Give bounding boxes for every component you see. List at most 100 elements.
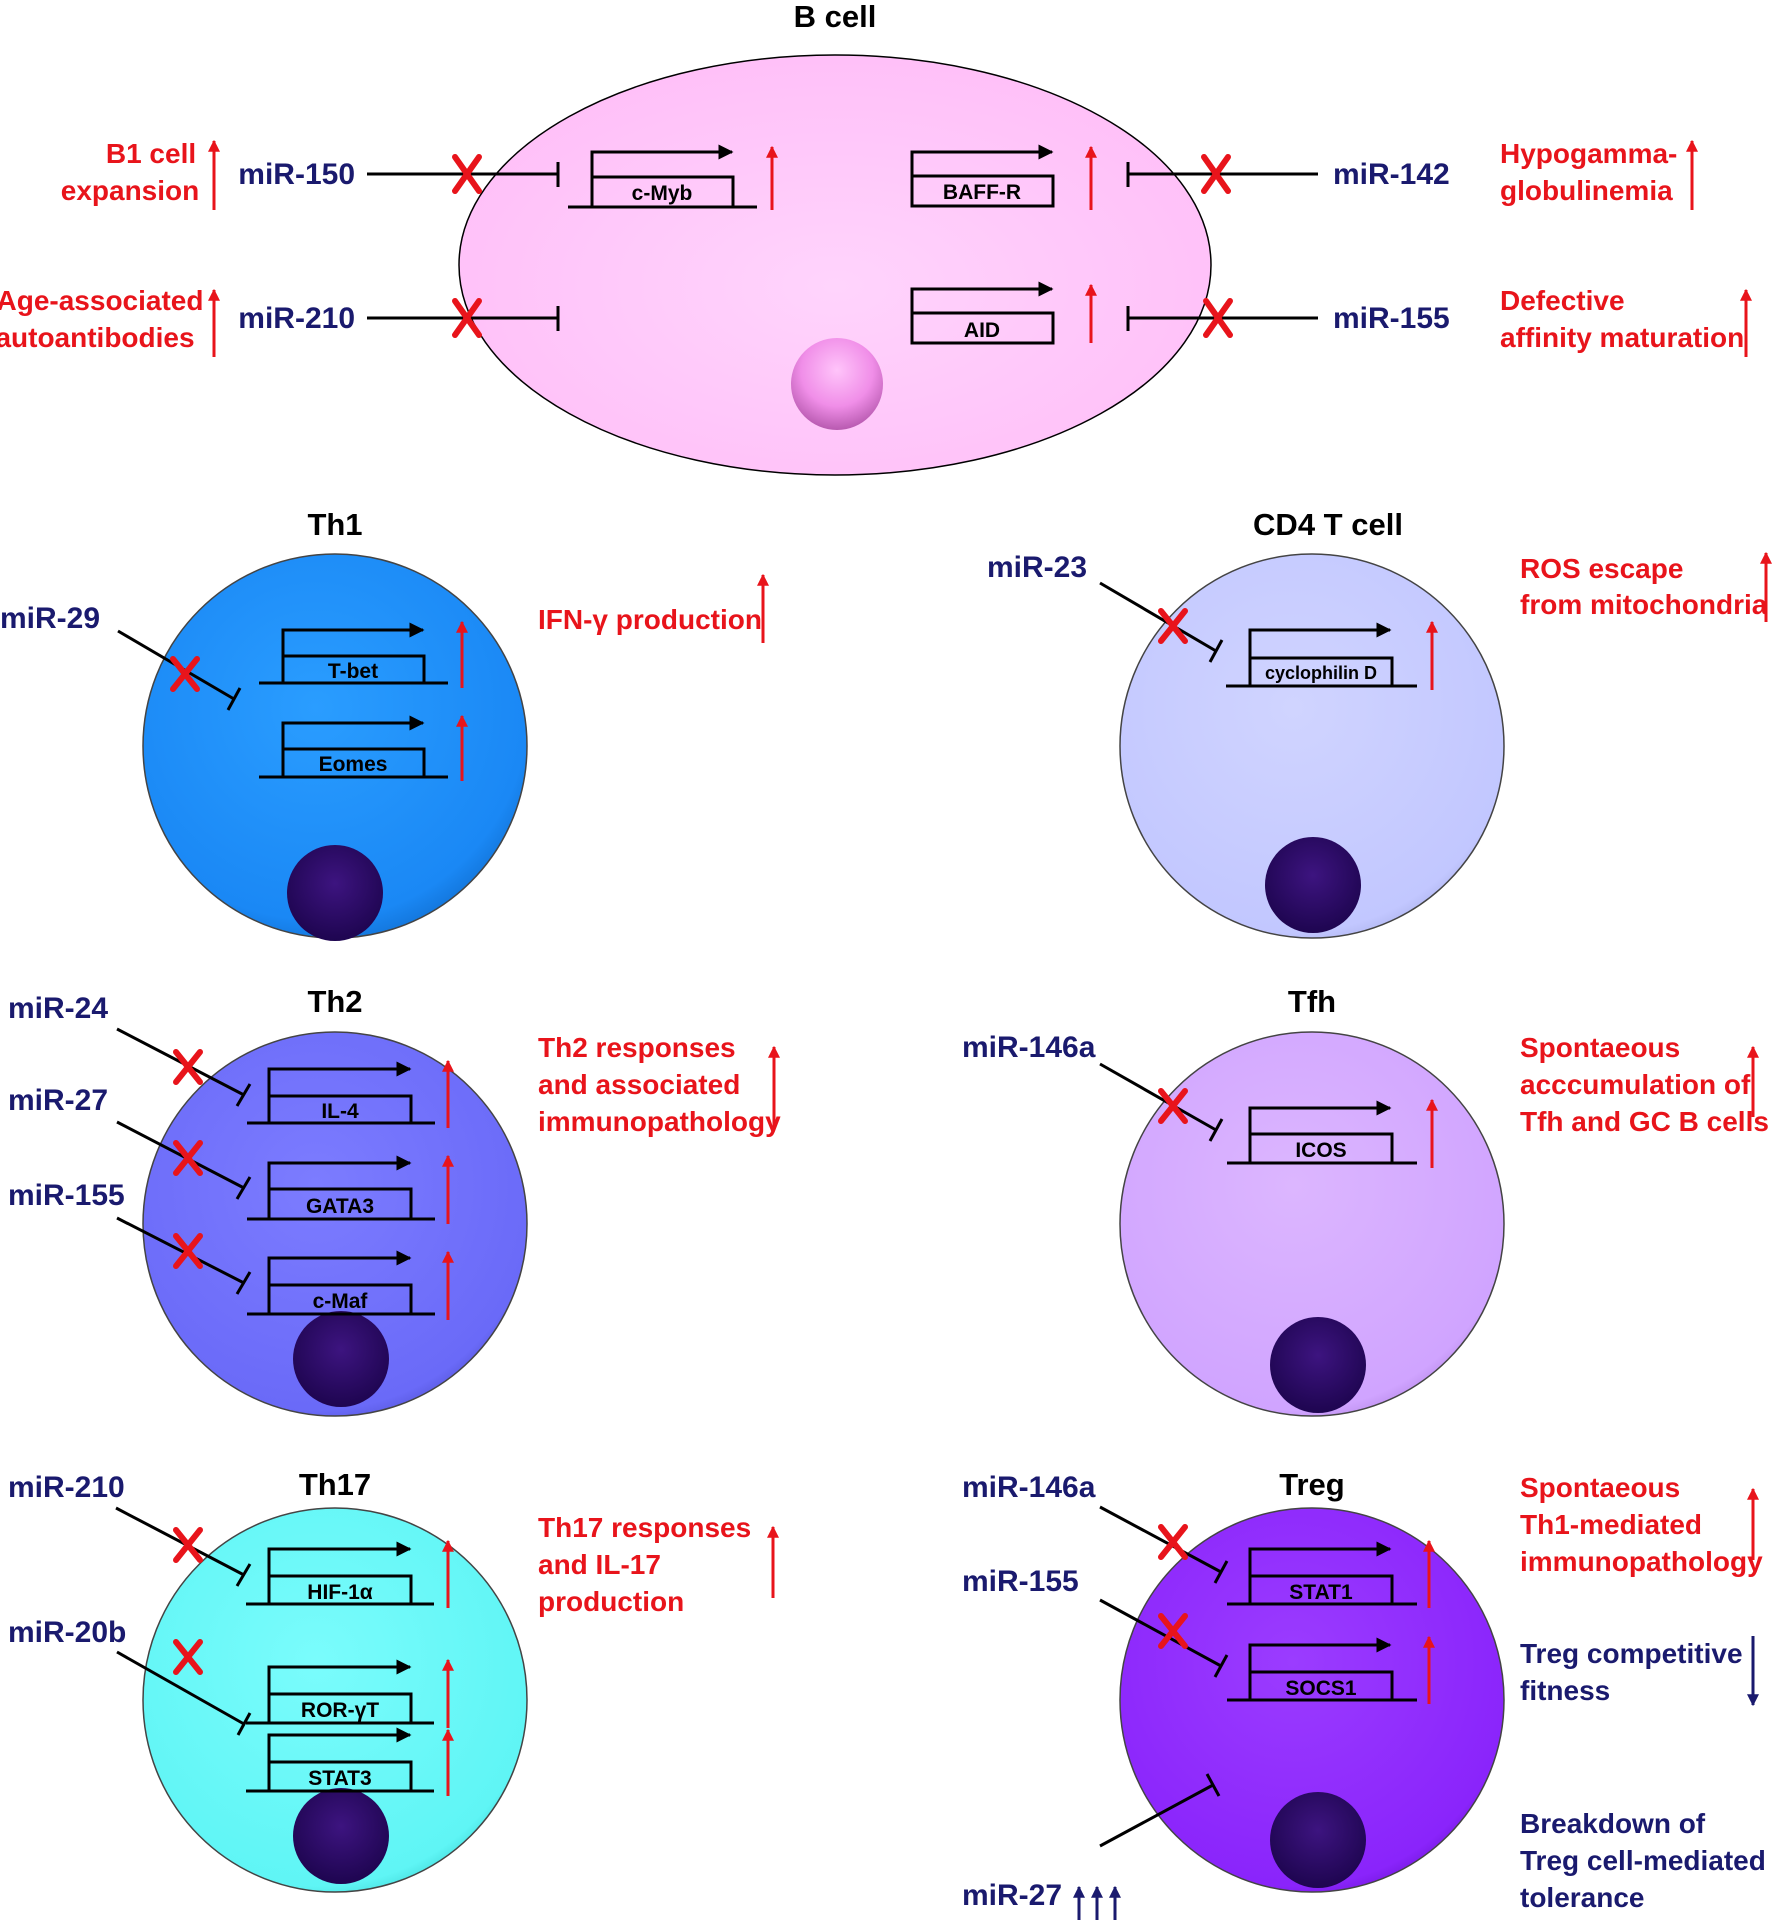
gene-il4: IL-4 — [247, 1059, 454, 1128]
mir210-inhibition — [367, 306, 560, 331]
mir155-inhibition — [1099, 1598, 1229, 1678]
x-mark — [1158, 1088, 1188, 1124]
tfh-effect-line2: acccumulation of — [1520, 1069, 1751, 1100]
effect-age-line2: autoantibodies — [0, 322, 195, 353]
x-mark — [173, 1233, 203, 1269]
mir150-label: miR-150 — [238, 158, 355, 191]
effect-def-line1: Defective — [1500, 285, 1625, 316]
tfh-nucleus — [1270, 1317, 1366, 1413]
bcell-panel: B cell c-Myb BAFF-R AID miR-150 — [0, 0, 1752, 476]
treg-effect3-line3: tolerance — [1520, 1882, 1645, 1913]
tfh-panel: Tfh ICOS miR-146a Spontaeous acccumulati… — [962, 984, 1769, 1417]
x-mark — [1201, 154, 1231, 194]
gene-label-socs1: SOCS1 — [1285, 1677, 1357, 1700]
mir210-inhibition — [115, 1506, 252, 1587]
gene-label-cyclophilin-d: cyclophilin D — [1265, 663, 1377, 683]
th1-nucleus — [287, 845, 383, 941]
gene-aid: AID — [910, 281, 1097, 345]
gene-baffr: BAFF-R — [910, 144, 1097, 210]
gene-icos: ICOS — [1227, 1098, 1438, 1168]
tfh-effect-line3: Tfh and GC B cells — [1520, 1106, 1769, 1137]
x-mark — [173, 1527, 203, 1563]
x-mark — [452, 154, 482, 194]
gene-stat3: STAT3 — [246, 1727, 454, 1796]
gene-label-cmaf: c-Maf — [313, 1290, 369, 1313]
th17-effect-line3: production — [538, 1586, 684, 1617]
gene-label-icos: ICOS — [1295, 1139, 1346, 1162]
th1-panel: Th1 T-bet Eomes miR-29 IFN-γ production — [0, 507, 769, 941]
mir146a-label: miR-146a — [962, 1471, 1096, 1504]
gene-label-tbet: T-bet — [328, 660, 378, 683]
mir27-inhibition — [116, 1120, 252, 1200]
x-mark — [173, 1140, 203, 1176]
x-mark — [1158, 1613, 1188, 1649]
th17-nucleus — [293, 1788, 389, 1884]
treg-panel: Treg STAT1 SOCS1 miR-146a miR-155 — [962, 1467, 1766, 1920]
mir20b-inhibition — [116, 1650, 252, 1736]
treg-nucleus — [1270, 1792, 1366, 1888]
gene-gata3: GATA3 — [247, 1154, 454, 1224]
mir155-inhibition — [1126, 306, 1318, 331]
gene-cyclophilin-d: cyclophilin D — [1226, 620, 1438, 690]
mir23-inhibition — [1099, 581, 1224, 663]
mir27-inhibition — [1099, 1773, 1221, 1848]
effect-age-line1: Age-associated — [0, 285, 203, 316]
treg-effect1-line2: Th1-mediated — [1520, 1509, 1702, 1540]
mir27-label: miR-27 — [8, 1084, 108, 1117]
effect-hypo-line1: Hypogamma- — [1500, 138, 1677, 169]
th2-effect-line3: immunopathology — [538, 1106, 781, 1137]
x-mark — [173, 1639, 203, 1675]
effect-def-line2: affinity maturation — [1500, 322, 1744, 353]
gene-tbet: T-bet — [259, 620, 468, 688]
gene-socs1: SOCS1 — [1227, 1635, 1435, 1704]
mir155-label: miR-155 — [962, 1565, 1079, 1598]
th2-effect-line2: and associated — [538, 1069, 740, 1100]
mir155-label: miR-155 — [1333, 302, 1450, 335]
gene-stat1: STAT1 — [1227, 1539, 1435, 1608]
mir29-label: miR-29 — [0, 602, 100, 635]
gene-hif1a: HIF-1α — [246, 1539, 454, 1608]
th2-nucleus — [293, 1311, 389, 1407]
treg-effect3-line1: Breakdown of — [1520, 1808, 1706, 1839]
gene-label-rorgt: ROR-γT — [301, 1699, 379, 1722]
cd4-nucleus — [1265, 837, 1361, 933]
bcell-title: B cell — [794, 0, 877, 34]
bcell-body — [458, 54, 1212, 476]
mir210-label: miR-210 — [8, 1471, 125, 1504]
th17-panel: Th17 HIF-1α ROR-γT STAT3 miR-210 — [8, 1467, 779, 1893]
mir23-label: miR-23 — [987, 551, 1087, 584]
gene-cmaf: c-Maf — [247, 1250, 454, 1320]
treg-title: Treg — [1279, 1467, 1344, 1502]
gene-cmyb: c-Myb — [568, 144, 778, 210]
th1-effect: IFN-γ production — [538, 604, 762, 635]
th1-title: Th1 — [307, 507, 362, 542]
th2-body — [142, 1031, 528, 1417]
effect-b1-line1: B1 cell — [106, 138, 196, 169]
gene-label-eomes: Eomes — [319, 753, 388, 776]
cd4-effect-line2: from mitochondria — [1520, 589, 1768, 620]
th17-effect-line1: Th17 responses — [538, 1512, 751, 1543]
th2-effect-line1: Th2 responses — [538, 1032, 736, 1063]
gene-label-aid: AID — [964, 319, 1000, 342]
effect-b1-line2: expansion — [61, 175, 199, 206]
gene-label-hif1a: HIF-1α — [307, 1581, 373, 1604]
bcell-nucleus — [791, 338, 883, 430]
mir27-label: miR-27 — [962, 1879, 1062, 1912]
x-mark — [1203, 298, 1233, 338]
gene-label-stat1: STAT1 — [1289, 1581, 1353, 1604]
effect-hypo-line2: globulinemia — [1500, 175, 1673, 206]
th17-effect-line2: and IL-17 — [538, 1549, 661, 1580]
mir146a-inhibition — [1099, 1062, 1224, 1142]
mir20b-label: miR-20b — [8, 1616, 126, 1649]
gene-eomes: Eomes — [259, 714, 468, 781]
tfh-title: Tfh — [1288, 984, 1336, 1019]
x-mark — [1158, 1524, 1188, 1560]
x-mark — [452, 298, 482, 338]
mir150-inhibition — [367, 162, 560, 187]
x-mark — [1158, 608, 1188, 644]
th2-panel: Th2 IL-4 GATA3 c-Maf miR-24 — [8, 984, 781, 1417]
treg-effect3-line2: Treg cell-mediated — [1520, 1845, 1766, 1876]
mir155-inhibition — [116, 1216, 252, 1295]
cd4-panel: CD4 T cell cyclophilin D miR-23 ROS esca… — [987, 507, 1772, 939]
treg-effect2-line1: Treg competitive — [1520, 1638, 1743, 1669]
